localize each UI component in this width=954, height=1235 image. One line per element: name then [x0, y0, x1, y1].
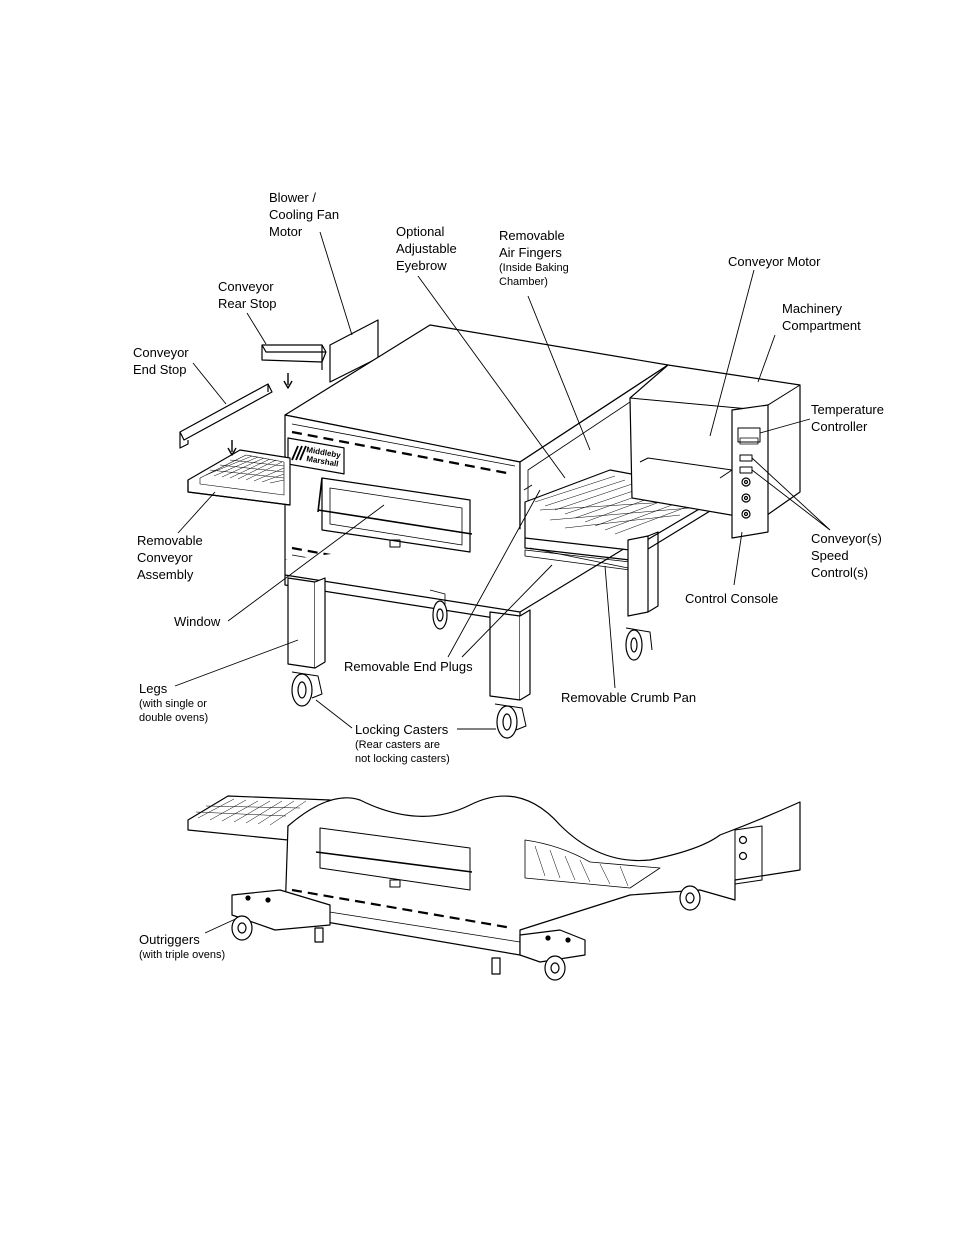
- label-crumb-pan: Removable Crumb Pan: [561, 690, 697, 705]
- outrigger-caster-rear: [679, 885, 701, 911]
- leader-end-stop: [192, 362, 227, 405]
- label-outriggers: Outriggers (with triple ovens): [139, 932, 226, 961]
- leader-blower: [319, 231, 353, 336]
- caster-rear-right: [625, 627, 653, 661]
- outrigger-caster-right-2: [491, 957, 501, 975]
- leader-control-console: [733, 531, 743, 586]
- leader-end-plugs: [447, 489, 553, 658]
- label-control-console: Control Console: [685, 591, 779, 606]
- leg-rear-right: [627, 535, 649, 617]
- leader-eyebrow: [417, 275, 566, 479]
- machinery-compartment: [629, 364, 801, 521]
- outrigger-left: [231, 889, 331, 931]
- caster-front-right: [494, 703, 527, 739]
- caster-rear-middle: [432, 600, 448, 630]
- outrigger-caster-right: [544, 955, 566, 981]
- leader-temp-controller: [759, 418, 811, 434]
- logo-box: [287, 437, 345, 475]
- label-end-plugs: Removable End Plugs: [344, 659, 473, 674]
- leader-air-fingers: [527, 295, 591, 451]
- leader-legs: [174, 639, 299, 687]
- leader-conveyor-assembly: [177, 491, 216, 534]
- label-window: Window: [174, 614, 221, 629]
- control-console: [731, 404, 769, 539]
- outrigger-caster-left-2: [314, 927, 324, 943]
- oven-window: [321, 477, 471, 553]
- leg-front-right: [489, 611, 521, 701]
- leader-rear-stop: [246, 312, 267, 345]
- leader-locking-casters: [315, 699, 353, 729]
- leg-front-left: [287, 577, 316, 669]
- leader-machinery: [757, 334, 776, 383]
- caster-front-left: [291, 671, 323, 707]
- label-conveyor-motor: Conveyor Motor: [728, 254, 821, 269]
- leader-speed-controls: [751, 457, 831, 531]
- conveyor-end-stop: [179, 383, 273, 441]
- triple-oven-body: [284, 795, 801, 956]
- leader-conveyor-motor: [709, 269, 755, 437]
- leader-crumb-pan: [604, 565, 616, 689]
- conveyor-rear-stop: [261, 344, 327, 353]
- leader-window: [227, 504, 385, 622]
- outrigger-caster-left: [231, 915, 253, 941]
